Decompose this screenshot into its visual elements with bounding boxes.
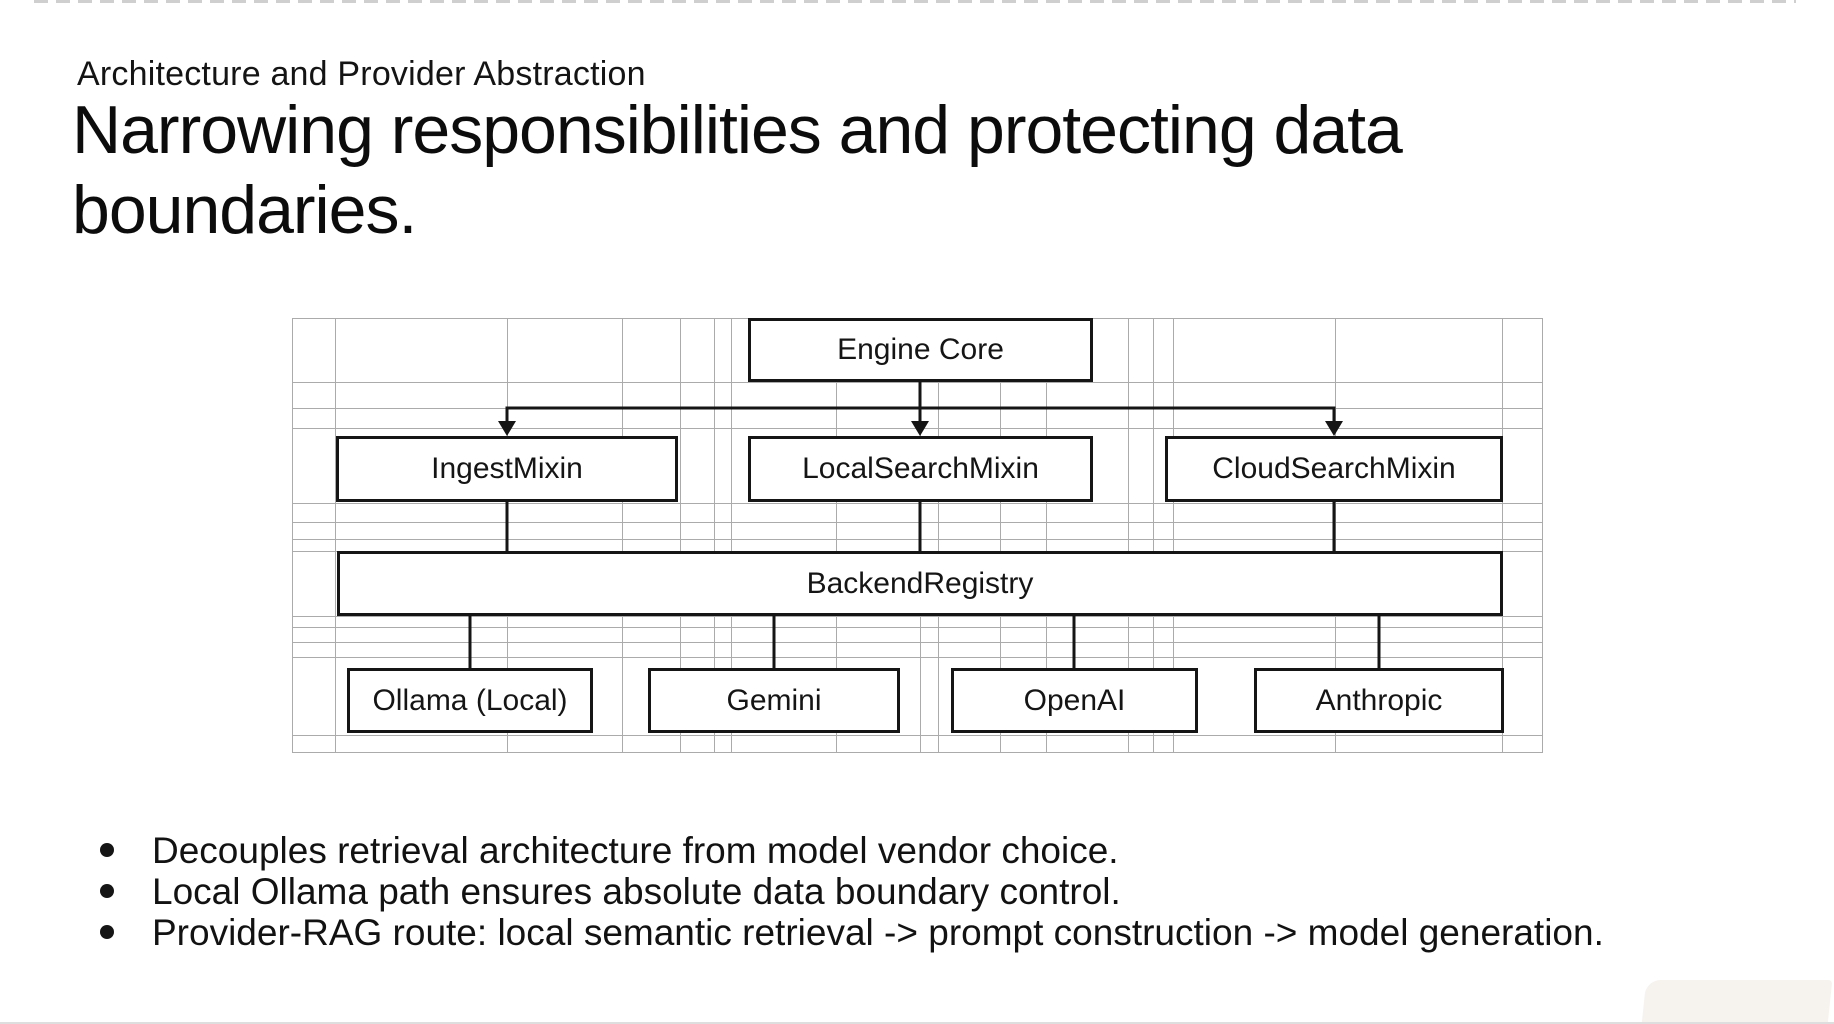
watermark-artifact [1641, 980, 1833, 1024]
diagram-node-anthropic: Anthropic [1254, 668, 1504, 733]
arrowhead-down-icon [1325, 421, 1343, 436]
slide-title-line-2: boundaries. [72, 172, 417, 248]
bullet-text: Provider-RAG route: local semantic retri… [152, 912, 1604, 953]
arrowhead-down-icon [498, 421, 516, 436]
bullet-dot-icon [100, 884, 114, 898]
bullet-text: Decouples retrieval architecture from mo… [152, 830, 1119, 871]
list-item: Decouples retrieval architecture from mo… [77, 830, 1604, 871]
bullet-list: Decouples retrieval architecture from mo… [77, 830, 1604, 953]
arrowhead-down-icon [911, 421, 929, 436]
slide-eyebrow: Architecture and Provider Abstraction [77, 55, 646, 93]
diagram-node-ollama-local: Ollama (Local) [347, 668, 593, 733]
top-edge-clipped-text-artifact [34, 0, 1796, 3]
diagram-node-ingest-mixin: IngestMixin [336, 436, 678, 502]
list-item: Provider-RAG route: local semantic retri… [77, 912, 1604, 953]
bottom-edge-hairline [0, 1022, 1834, 1024]
diagram-node-gemini: Gemini [648, 668, 900, 733]
slide-title-line-1: Narrowing responsibilities and protectin… [72, 92, 1403, 168]
bullet-dot-icon [100, 925, 114, 939]
bullet-text: Local Ollama path ensures absolute data … [152, 871, 1121, 912]
slide-title: Narrowing responsibilities and protectin… [72, 90, 1403, 250]
architecture-diagram: Engine Core IngestMixin LocalSearchMixin… [292, 318, 1543, 753]
list-item: Local Ollama path ensures absolute data … [77, 871, 1604, 912]
diagram-node-cloud-search-mixin: CloudSearchMixin [1165, 436, 1503, 502]
bullet-dot-icon [100, 843, 114, 857]
diagram-node-backend-registry: BackendRegistry [337, 551, 1503, 616]
diagram-node-openai: OpenAI [951, 668, 1198, 733]
diagram-node-engine-core: Engine Core [748, 318, 1093, 382]
diagram-node-local-search-mixin: LocalSearchMixin [748, 436, 1093, 502]
